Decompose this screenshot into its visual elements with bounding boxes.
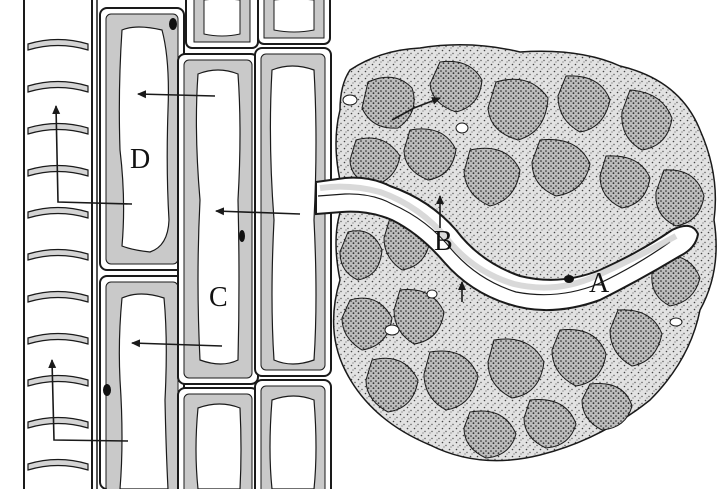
xylem-ring: [28, 250, 88, 261]
xylem-ring: [28, 460, 88, 471]
xylem-ring: [28, 376, 88, 387]
label-a: A: [589, 268, 610, 299]
cell-c: [178, 54, 258, 384]
xylem-ring: [28, 292, 88, 303]
cell-d: [100, 8, 184, 270]
xylem-vessel: [24, 0, 97, 489]
cell-d-lower: [100, 276, 184, 489]
xylem-ring: [28, 82, 88, 93]
xylem-ring: [28, 124, 88, 135]
xylem-ring: [28, 40, 88, 51]
label-b: B: [434, 226, 453, 257]
cell-c-top: [186, 0, 258, 48]
xylem-ring: [28, 418, 88, 429]
cell-e-bottom: [255, 380, 331, 489]
xylem-ring: [28, 208, 88, 219]
label-c: C: [209, 282, 228, 313]
xylem-ring: [28, 334, 88, 345]
label-d: D: [130, 144, 150, 175]
cell-c-bottom: [178, 388, 258, 489]
xylem-annular-thickenings: [28, 40, 88, 471]
parenchyma-cells: [100, 0, 331, 489]
cell-e-top: [258, 0, 330, 44]
